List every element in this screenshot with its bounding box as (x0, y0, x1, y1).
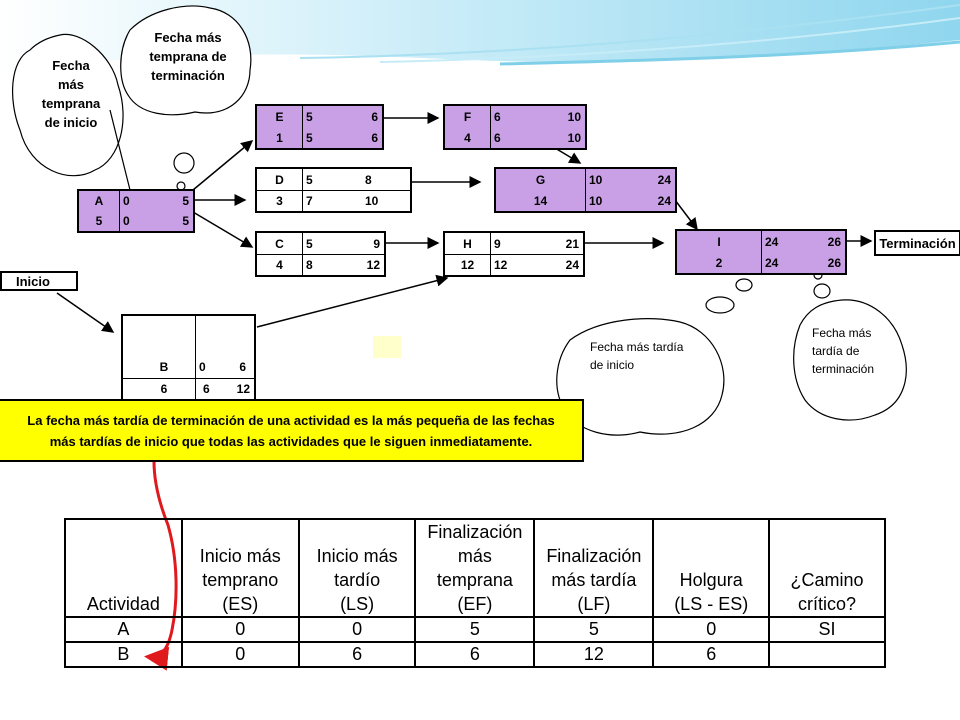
node-h-dur: 12 (445, 254, 491, 275)
col-critico: ¿Camino crítico? (768, 518, 886, 618)
node-i-lf: 26 (827, 255, 841, 270)
node-d-ef: 8 (365, 172, 372, 187)
node-f-ef: 10 (567, 109, 581, 124)
col-es: Inicio más temprano (ES) (180, 518, 300, 618)
node-i-ef: 26 (827, 234, 841, 249)
node-b-lf: 12 (236, 382, 250, 396)
cloud-lf-text: Fecha más tardía de terminación (812, 326, 875, 376)
node-f-lf: 10 (567, 130, 581, 145)
node-d-lf: 10 (365, 193, 379, 208)
start-node: Inicio (0, 271, 78, 291)
node-f-dur: 4 (445, 127, 491, 148)
activity-summary-table: Actividad Inicio más temprano (ES) Inici… (64, 518, 886, 668)
node-h-lf: 24 (565, 257, 579, 272)
node-a-dur: 5 (79, 211, 120, 231)
node-i-ls: 24 (765, 255, 779, 270)
rule-banner: La fecha más tardía de terminación de un… (0, 399, 584, 462)
cell-a-actividad: A (64, 616, 183, 643)
node-b-ef: 6 (239, 360, 246, 374)
node-d-ls: 7 (306, 193, 313, 208)
node-a-es: 0 (123, 194, 130, 208)
col-ef: Finalización más temprana (EF) (414, 518, 536, 618)
node-c-ef: 9 (373, 236, 380, 251)
node-b-name: B (159, 360, 169, 374)
node-c-name: C (257, 233, 303, 254)
node-i-name: I (677, 231, 762, 252)
col-holgura: Holgura (LS - ES) (652, 518, 771, 618)
node-b-dur: 6 (160, 382, 168, 396)
node-b-ls: 6 (203, 382, 210, 396)
node-f-es: 6 (494, 109, 501, 124)
col-lf: Finalización más tardía (LF) (533, 518, 655, 618)
node-e-ls: 5 (306, 130, 313, 145)
rule-line-1: La fecha más tardía de terminación de un… (27, 413, 555, 428)
node-h-ls: 12 (494, 257, 508, 272)
node-a-name: A (79, 191, 120, 211)
node-e-dur: 1 (257, 127, 303, 148)
node-d-dur: 3 (257, 190, 303, 211)
cell-b-es: 0 (180, 641, 300, 668)
node-h-es: 9 (494, 236, 501, 251)
cell-a-lf: 5 (533, 616, 655, 643)
col-ls: Inicio más tardío (LS) (297, 518, 417, 618)
cloud-ls-text: Fecha más tardía de inicio (590, 340, 684, 372)
node-d-name: D (257, 169, 303, 190)
table-header-row: Actividad Inicio más temprano (ES) Inici… (64, 518, 886, 618)
cloud-es-text: Fecha más temprana de inicio (41, 58, 101, 130)
node-e-lf: 6 (371, 130, 378, 145)
node-f-ls: 6 (494, 130, 501, 145)
table-row: B 0 6 6 12 6 (64, 641, 886, 668)
node-h-name: H (445, 233, 491, 254)
node-a-ef: 5 (182, 194, 189, 208)
node-g-lf: 24 (657, 193, 671, 208)
node-g-ls: 10 (589, 193, 603, 208)
col-actividad: Actividad (64, 518, 183, 618)
cell-a-ls: 0 (297, 616, 417, 643)
node-g-name: G (496, 169, 586, 190)
rule-line-2: más tardías de inicio que todas las acti… (49, 434, 533, 449)
cell-b-holgura: 6 (652, 641, 771, 668)
node-c-lf: 12 (366, 257, 380, 272)
node-f-name: F (445, 106, 491, 127)
cell-b-lf: 12 (533, 641, 655, 668)
node-g-es: 10 (589, 172, 603, 187)
cell-a-critico: SI (768, 616, 886, 643)
node-g-ef: 24 (657, 172, 671, 187)
cell-b-actividad: B (64, 641, 183, 668)
node-a-lf: 5 (182, 214, 189, 228)
node-d-es: 5 (306, 172, 313, 187)
cell-b-ef: 6 (414, 641, 536, 668)
decorative-square (373, 336, 401, 358)
table-row: A 0 0 5 5 0 SI (64, 616, 886, 643)
cell-a-holgura: 0 (652, 616, 771, 643)
node-g-dur: 14 (496, 190, 586, 211)
node-i-es: 24 (765, 234, 779, 249)
node-h-ef: 21 (565, 236, 579, 251)
cloud-ef-text: Fecha más temprana de terminación (149, 30, 227, 83)
cell-a-es: 0 (180, 616, 300, 643)
cell-a-ef: 5 (414, 616, 536, 643)
node-e-ef: 6 (371, 109, 378, 124)
cell-b-critico (768, 641, 886, 668)
node-c-es: 5 (306, 236, 313, 251)
node-e-name: E (257, 106, 303, 127)
node-i-dur: 2 (677, 252, 762, 273)
node-a-ls: 0 (123, 214, 130, 228)
node-b-es: 0 (199, 360, 206, 374)
cell-b-ls: 6 (297, 641, 417, 668)
end-node: Terminación (874, 230, 960, 256)
activity-node-b: B 0 6 6 6 12 (121, 314, 256, 402)
node-c-ls: 8 (306, 257, 313, 272)
node-e-es: 5 (306, 109, 313, 124)
node-c-dur: 4 (257, 254, 303, 275)
